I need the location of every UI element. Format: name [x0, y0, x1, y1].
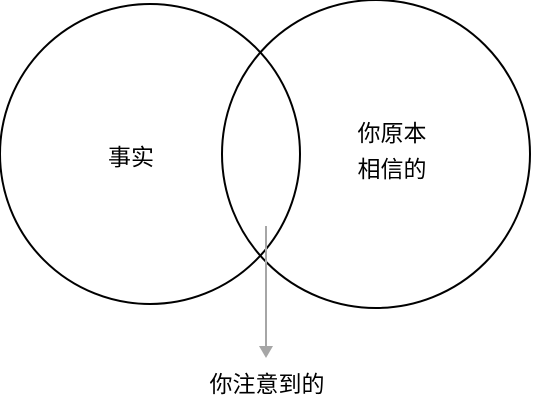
right-circle-beliefs	[221, 0, 531, 309]
arrow-down-icon	[259, 226, 273, 358]
left-circle-facts	[0, 3, 301, 305]
intersection-pointer-label: 你注意到的	[209, 372, 325, 398]
right-circle-label: 你原本 相信的	[332, 116, 452, 188]
left-circle-label: 事实	[108, 145, 154, 171]
right-circle-label-line2: 相信的	[357, 157, 427, 183]
right-circle-label-line1: 你原本	[357, 121, 427, 147]
